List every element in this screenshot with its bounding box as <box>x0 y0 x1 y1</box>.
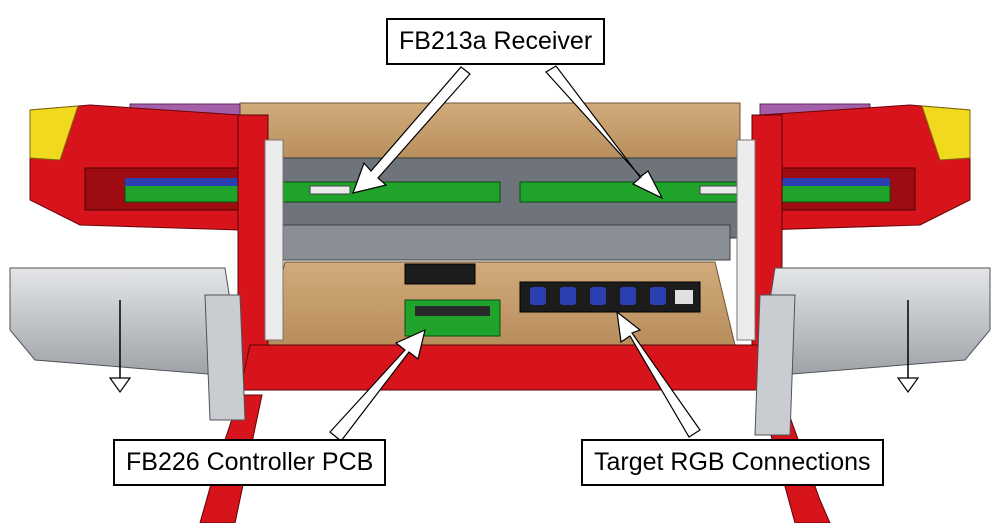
left-post <box>237 114 284 386</box>
rgb-arrow <box>616 310 701 438</box>
receiver-pcb-right <box>519 178 891 203</box>
left-down-arrow <box>108 300 132 394</box>
back-panel <box>239 102 741 162</box>
front-rail <box>239 344 791 391</box>
callout-arrows <box>329 65 701 442</box>
controller-callout: FB226 Controller PCB <box>113 439 387 486</box>
left-outer-frame <box>29 104 246 231</box>
receiver-callout: FB213a Receiver <box>386 18 606 65</box>
rgb-callout: Target RGB Connections <box>581 439 884 486</box>
receiver-arrow-right <box>545 65 664 200</box>
receiver-arrow-left <box>352 66 471 194</box>
right-outer-frame <box>754 104 971 231</box>
connector-strip <box>404 263 476 285</box>
controller-pcb <box>404 299 501 337</box>
rgb-board <box>519 281 701 313</box>
left-grey-bracket <box>9 267 246 421</box>
right-down-arrow <box>896 300 920 394</box>
right-grey-bracket <box>754 267 991 436</box>
receiver-pcb-left <box>124 178 501 203</box>
controller-arrow <box>329 328 426 442</box>
